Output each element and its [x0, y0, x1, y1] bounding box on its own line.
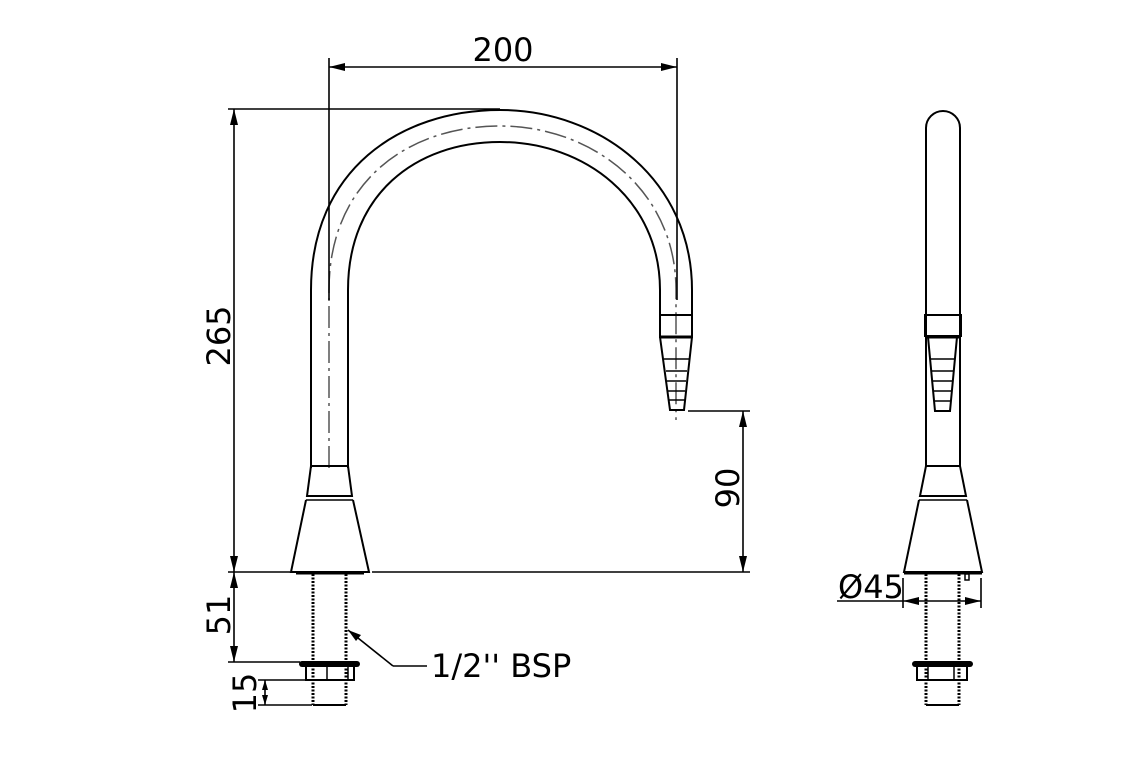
side-threaded-shank — [912, 573, 973, 706]
dimension-51 — [228, 572, 300, 663]
washer — [299, 661, 360, 667]
side-base — [902, 465, 984, 575]
dimension-label-265: 265 — [200, 305, 238, 366]
dimension-label-diameter-45: Ø45 — [838, 568, 904, 606]
thread-callout-label: 1/2'' BSP — [431, 647, 571, 685]
threaded-shank — [299, 574, 360, 706]
dimension-15 — [258, 679, 312, 706]
front-view — [289, 108, 693, 706]
side-hose-barb — [927, 336, 958, 412]
side-view — [902, 110, 984, 706]
side-nozzle-collar — [924, 314, 962, 337]
side-spout — [925, 110, 961, 466]
spout-outer-edge — [310, 108, 693, 468]
hose-barb — [659, 336, 693, 411]
dimension-90 — [688, 410, 750, 572]
dimension-diameter-45 — [837, 578, 982, 608]
dimension-label-51: 51 — [200, 595, 238, 636]
dimension-200 — [328, 58, 678, 300]
dimension-265 — [230, 109, 238, 572]
dimension-label-90: 90 — [709, 468, 747, 509]
lock-nut — [305, 667, 355, 681]
faucet-base — [289, 465, 371, 575]
spout-inner-edge — [347, 140, 661, 468]
spout-centerline — [328, 125, 677, 468]
dimension-label-15: 15 — [226, 673, 264, 714]
thread-callout-leader — [347, 629, 427, 667]
dimension-label-200: 200 — [472, 31, 533, 69]
